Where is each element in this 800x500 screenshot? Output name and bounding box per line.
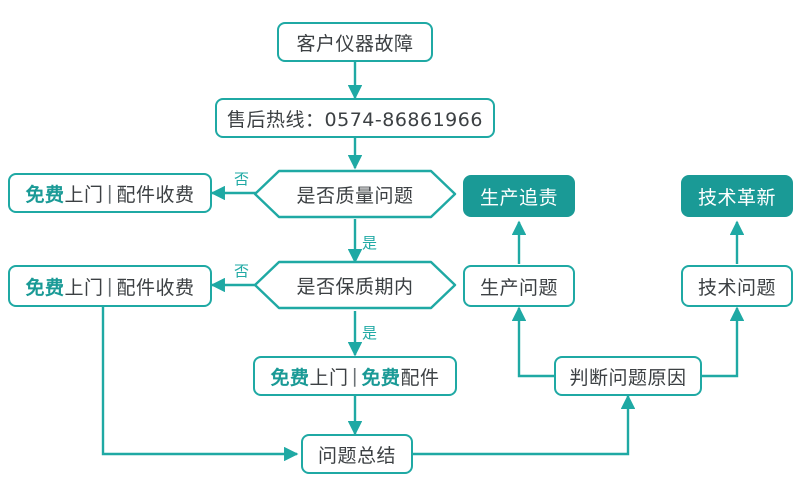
node-paid-parts-1-separator: | — [106, 182, 114, 204]
node-all-free-parts: 配件 — [400, 366, 440, 389]
hexagon-shape — [253, 259, 457, 311]
node-tech-innovation-label: 技术革新 — [697, 186, 776, 209]
node-decision-warranty[interactable]: 是否保质期内 — [253, 259, 457, 311]
edge-label-quality-yes: 是 — [362, 236, 377, 251]
node-paid-parts-2-separator: | — [106, 275, 114, 297]
node-all-free-free-parts: 免费 — [361, 366, 401, 389]
node-all-free-separator: | — [351, 365, 359, 387]
node-start[interactable]: 客户仪器故障 — [277, 22, 433, 62]
node-hotline[interactable]: 售后热线：0574-86861966 — [215, 98, 495, 138]
edge-diagnose-to-tech — [702, 306, 745, 378]
node-production-issue[interactable]: 生产问题 — [463, 265, 575, 307]
edge-label-quality-no: 否 — [234, 172, 249, 187]
node-start-label: 客户仪器故障 — [296, 32, 414, 55]
edge-label-warranty-no-text: 否 — [234, 262, 250, 280]
node-paid-parts-1-visit: 上门 — [64, 183, 104, 206]
node-all-free[interactable]: 免费上门|免费配件 — [253, 356, 457, 396]
edge-label-quality-no-text: 否 — [234, 170, 250, 188]
node-decision-warranty-label: 是否保质期内 — [296, 275, 414, 298]
node-paid-parts-2-rest: 配件收费 — [116, 276, 195, 299]
edge-label-quality-yes-text: 是 — [362, 234, 378, 252]
node-hotline-label: 售后热线：0574-86861966 — [227, 108, 483, 131]
node-diagnose[interactable]: 判断问题原因 — [554, 356, 702, 396]
node-paid-parts-2[interactable]: 免费上门|配件收费 — [8, 265, 212, 307]
node-production-issue-label: 生产问题 — [479, 276, 558, 299]
edge-summary-to-diagnose — [413, 394, 636, 456]
edge-label-warranty-yes-text: 是 — [362, 324, 378, 342]
node-decision-quality[interactable]: 是否质量问题 — [253, 168, 457, 220]
node-tech-issue-label: 技术问题 — [697, 276, 776, 299]
edge-label-warranty-no: 否 — [234, 264, 249, 279]
node-diagnose-label: 判断问题原因 — [569, 366, 687, 389]
node-production-accountability-label: 生产追责 — [479, 186, 558, 209]
node-summary-label: 问题总结 — [317, 444, 396, 467]
node-production-accountability[interactable]: 生产追责 — [463, 175, 575, 217]
node-all-free-free-visit: 免费 — [270, 366, 310, 389]
edge-paidparts2-to-summary — [101, 307, 299, 462]
edge-label-warranty-yes: 是 — [362, 326, 377, 341]
node-tech-issue[interactable]: 技术问题 — [681, 265, 793, 307]
node-tech-innovation[interactable]: 技术革新 — [681, 175, 793, 217]
node-all-free-visit: 上门 — [309, 366, 349, 389]
node-summary[interactable]: 问题总结 — [301, 434, 413, 474]
hexagon-shape — [253, 168, 457, 220]
edge-diagnose-to-production — [511, 306, 554, 378]
node-paid-parts-1[interactable]: 免费上门|配件收费 — [8, 173, 212, 213]
node-paid-parts-2-visit: 上门 — [64, 276, 104, 299]
node-decision-quality-label: 是否质量问题 — [296, 184, 414, 207]
node-paid-parts-2-free: 免费 — [25, 276, 65, 299]
node-paid-parts-1-free: 免费 — [25, 183, 65, 206]
node-paid-parts-1-rest: 配件收费 — [116, 183, 195, 206]
